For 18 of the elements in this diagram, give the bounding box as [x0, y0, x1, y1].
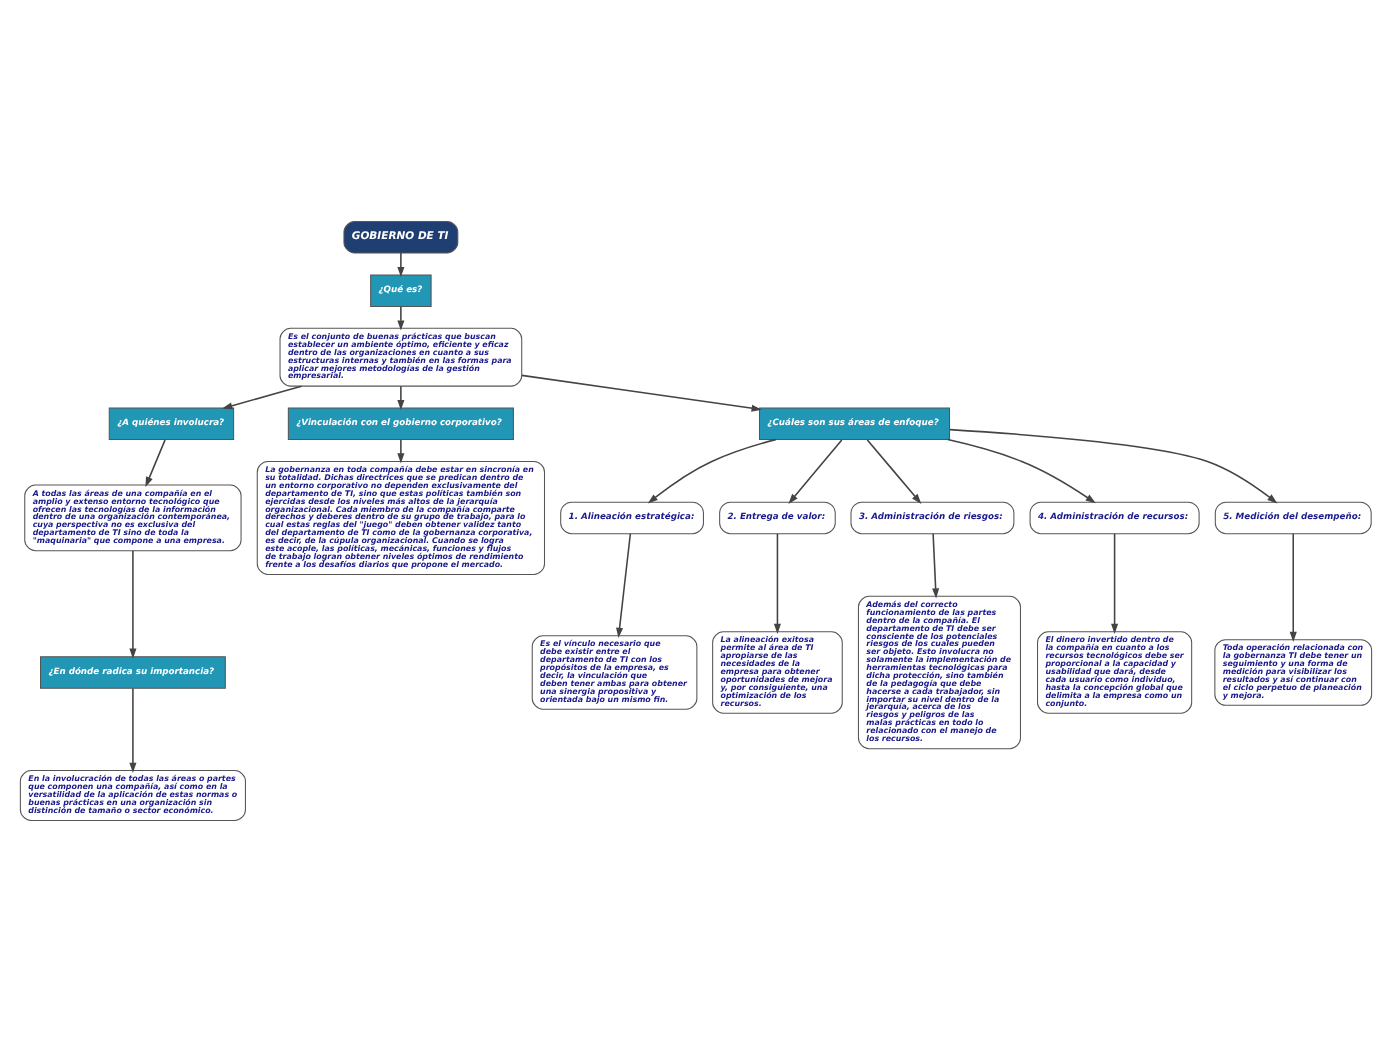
arrow: [397, 304, 405, 330]
arrow: [397, 438, 405, 463]
arrow: [145, 438, 166, 487]
arrow: [397, 251, 405, 277]
arrow: [946, 437, 1096, 503]
arrow: [129, 549, 137, 658]
arrow: [647, 437, 777, 503]
arrow: [866, 438, 922, 503]
arrow: [521, 373, 762, 411]
arrow: [616, 531, 632, 638]
arrow: [397, 384, 405, 410]
arrow: [773, 531, 781, 633]
arrow: [129, 686, 137, 772]
arrow: [788, 438, 843, 503]
arrow: [1289, 531, 1297, 642]
arrow: [1111, 531, 1119, 633]
arrow: [949, 427, 1278, 503]
arrow: [932, 531, 940, 598]
